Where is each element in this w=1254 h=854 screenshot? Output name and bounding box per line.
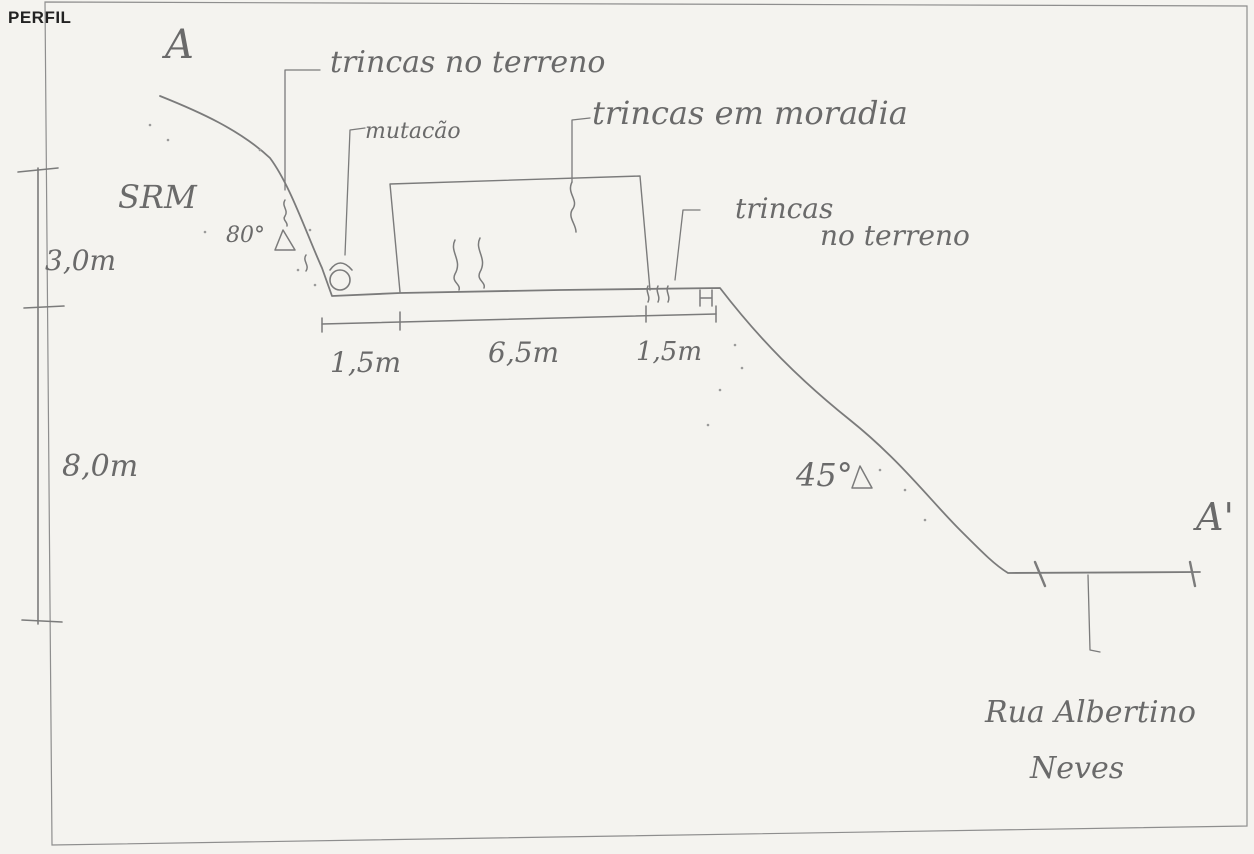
- slope-angle-symbols: [274, 229, 873, 489]
- house-outline: [389, 175, 651, 293]
- height-top-label: 3,0m: [45, 244, 116, 277]
- street-name-line1: Rua Albertino: [984, 695, 1196, 730]
- annotation-trincas-right-2: no terreno: [820, 219, 970, 252]
- sheet-border: [44, 1, 1248, 846]
- soil-stipple: [148, 123, 927, 522]
- height-bottom-label: 8,0m: [62, 449, 138, 484]
- street-name-line2: Neves: [1029, 751, 1124, 786]
- terrain-profile-line: [159, 95, 1201, 574]
- annotation-trincas-terreno-top: trincas no terreno: [330, 45, 605, 80]
- annotation-trincas-right: trincas: [735, 192, 833, 225]
- section-end-label: A': [1193, 495, 1234, 539]
- width-house-label: 6,5m: [488, 336, 559, 369]
- street-marks: [1033, 560, 1197, 588]
- width-right-label: 1,5m: [636, 337, 702, 367]
- slope-left-label: 80°: [226, 223, 265, 248]
- slope-right-label: 45°: [795, 456, 853, 494]
- section-start-label: A: [161, 22, 194, 68]
- srm-label: SRM: [118, 178, 198, 216]
- crack-marks: [283, 181, 713, 307]
- annotation-leaders: [284, 69, 1101, 653]
- width-dimension: [321, 305, 717, 333]
- annotation-trincas-moradia: trincas em moradia: [592, 94, 908, 132]
- height-dimension: [17, 167, 65, 625]
- vegetation-mark: [329, 262, 353, 291]
- annotation-mutacao: mutacão: [365, 119, 461, 144]
- width-left-label: 1,5m: [330, 346, 401, 379]
- page-title: PERFIL: [8, 8, 72, 27]
